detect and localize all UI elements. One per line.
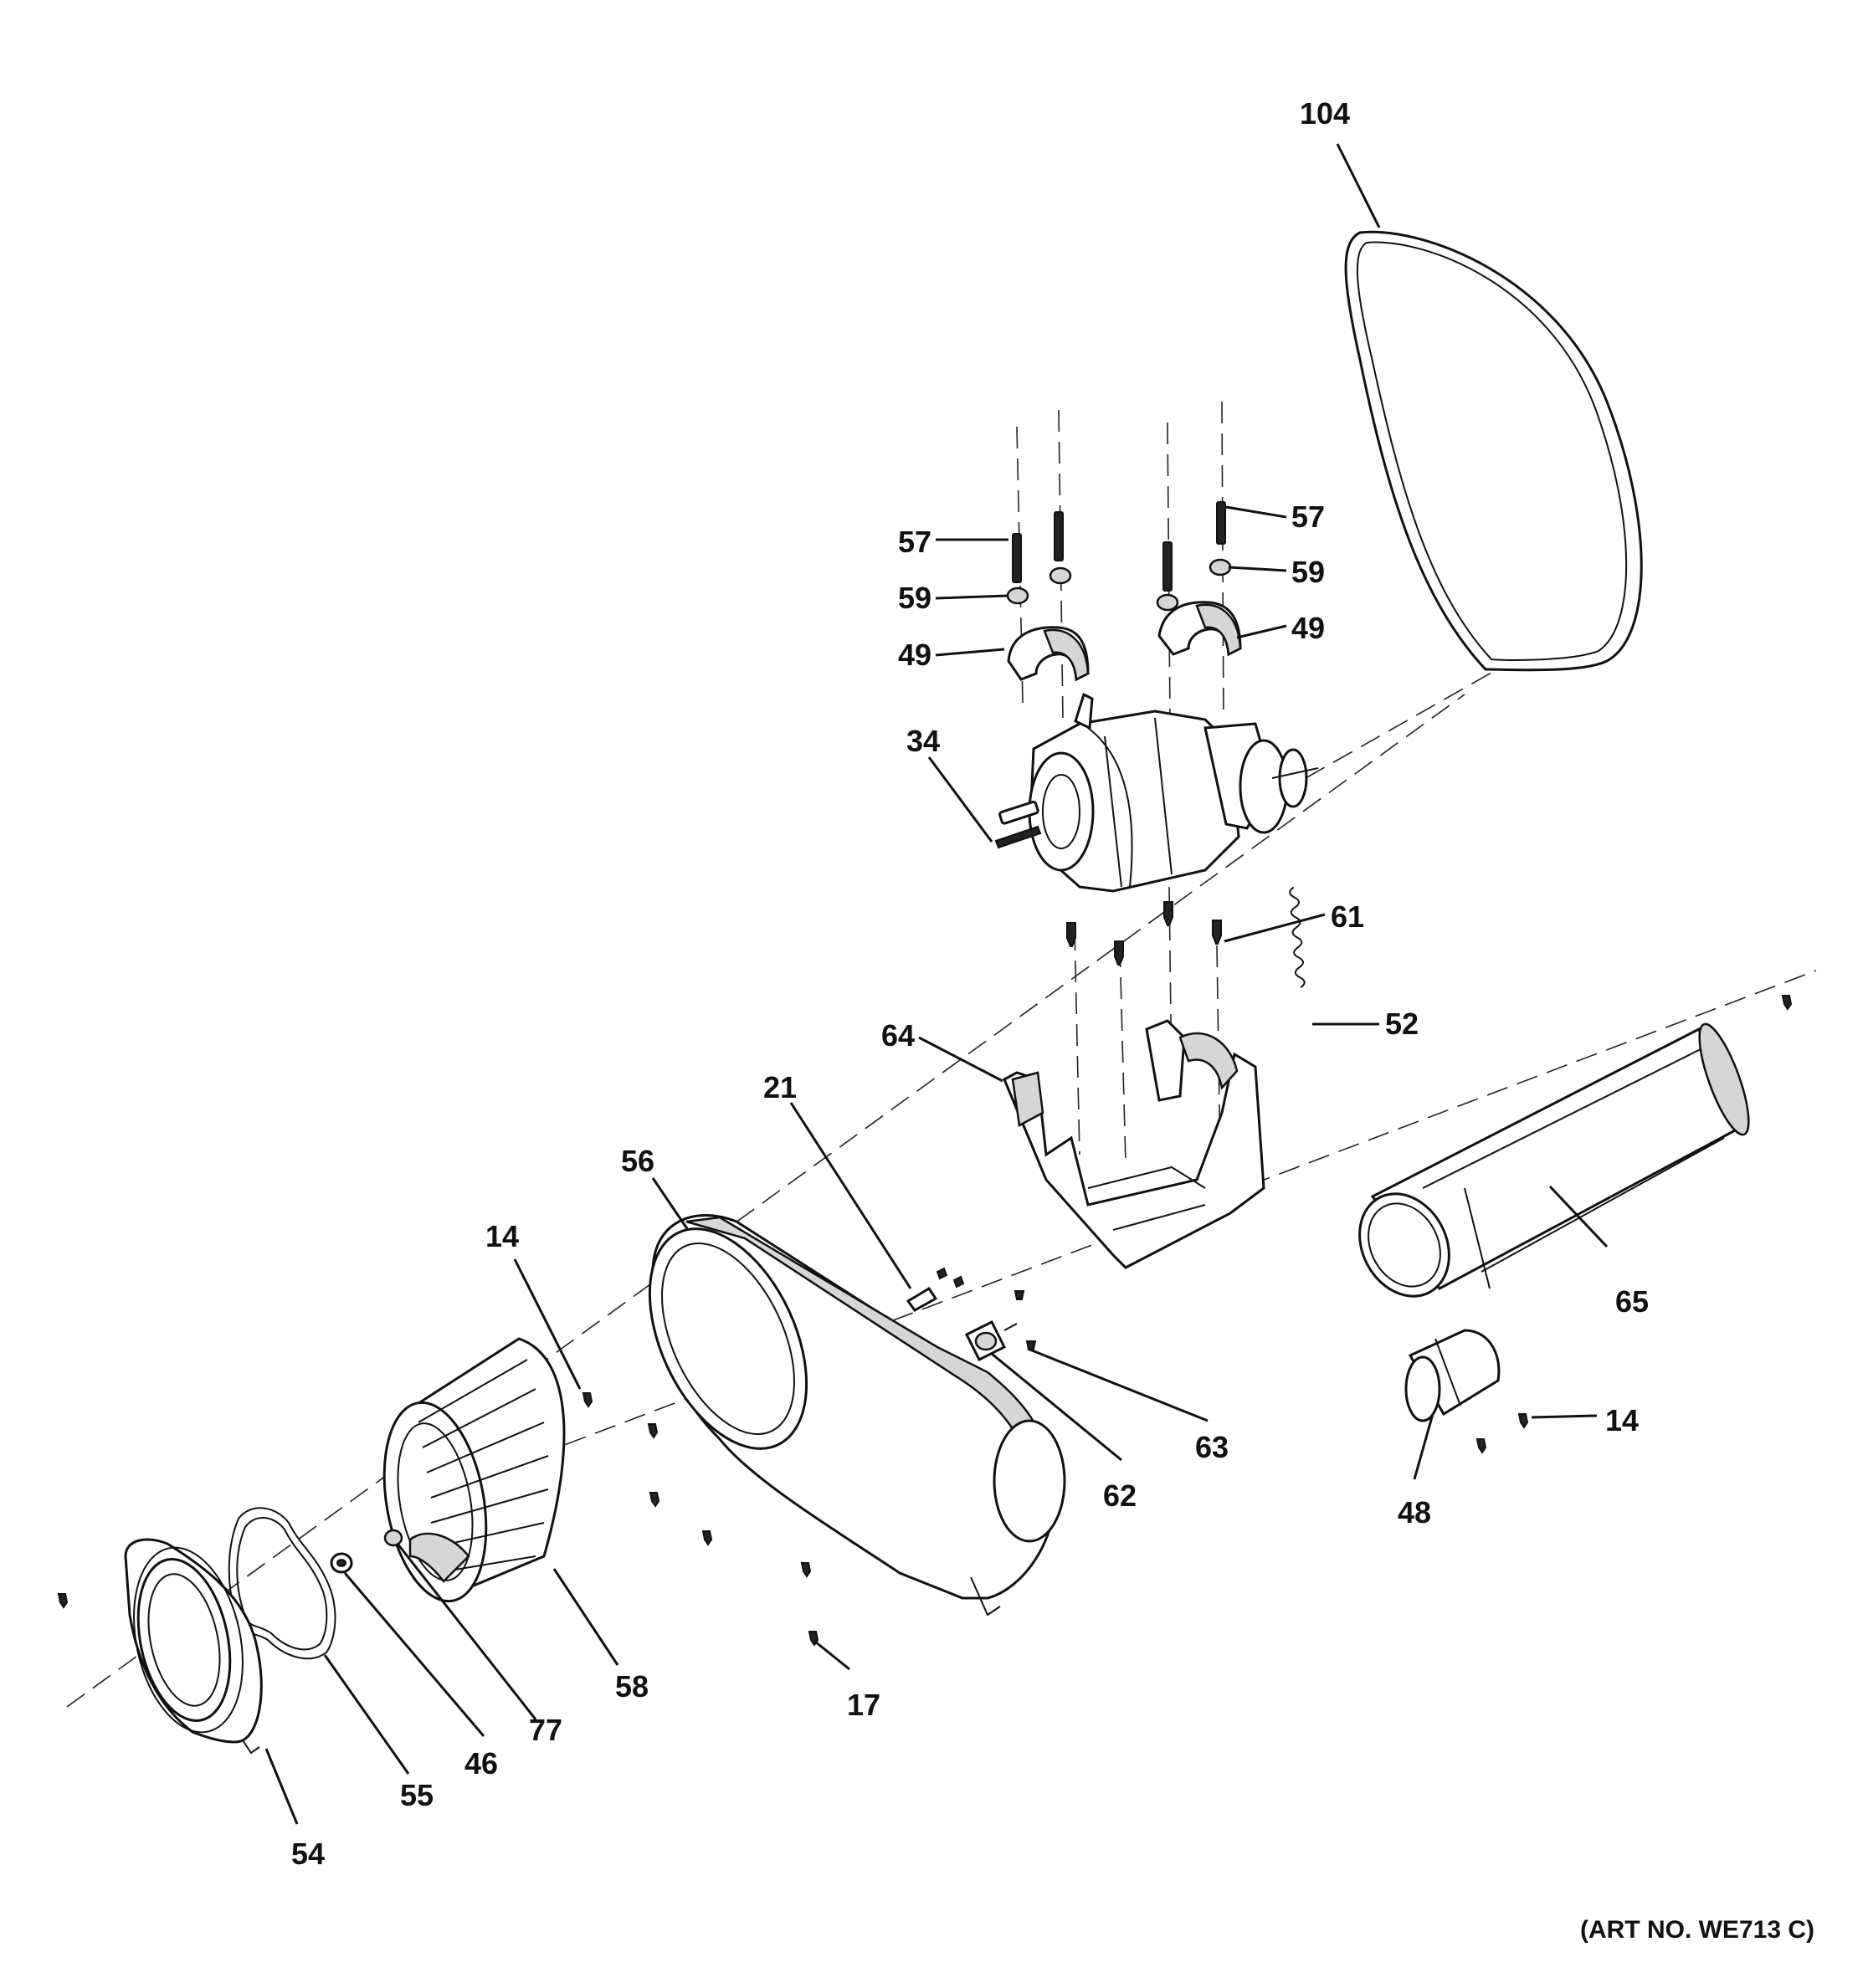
label-65: 65 bbox=[1615, 1284, 1649, 1319]
duct-clamp bbox=[1404, 1329, 1501, 1422]
label-58: 58 bbox=[615, 1669, 649, 1704]
label-52: 52 bbox=[1385, 1007, 1419, 1041]
label-34: 34 bbox=[906, 724, 940, 758]
label-49-right: 49 bbox=[1291, 611, 1325, 645]
label-54: 54 bbox=[291, 1837, 325, 1871]
blower-washer bbox=[330, 1552, 353, 1574]
blower-wheel bbox=[382, 1337, 566, 1603]
label-77: 77 bbox=[529, 1713, 562, 1747]
blower-housing bbox=[648, 1214, 1066, 1617]
label-63: 63 bbox=[1195, 1430, 1229, 1464]
label-59-right: 59 bbox=[1291, 555, 1325, 589]
label-57-right: 57 bbox=[1291, 500, 1325, 534]
label-49-left: 49 bbox=[898, 638, 931, 672]
label-61: 61 bbox=[1331, 899, 1364, 934]
label-14-left: 14 bbox=[485, 1219, 519, 1253]
motor-mount-bracket bbox=[1003, 1019, 1265, 1269]
motor-mount-screws bbox=[1012, 501, 1226, 592]
label-57-left: 57 bbox=[898, 525, 931, 559]
drive-motor bbox=[994, 692, 1319, 893]
thermostat-screws bbox=[1014, 1290, 1037, 1350]
label-46: 46 bbox=[464, 1746, 498, 1780]
thermostat bbox=[964, 1319, 1018, 1362]
duct-tube bbox=[1358, 1022, 1750, 1298]
label-14-right: 14 bbox=[1605, 1403, 1639, 1437]
label-59-left: 59 bbox=[898, 581, 931, 615]
front-bulkhead bbox=[124, 1538, 263, 1755]
label-48: 48 bbox=[1398, 1495, 1431, 1529]
motor-mount-washers bbox=[1006, 558, 1232, 612]
thermal-fuse bbox=[906, 1267, 965, 1312]
label-21: 21 bbox=[763, 1070, 797, 1104]
motor-clamps bbox=[1007, 601, 1242, 682]
label-55: 55 bbox=[400, 1778, 434, 1812]
label-62: 62 bbox=[1103, 1478, 1137, 1513]
drive-belt bbox=[1344, 230, 1643, 672]
label-17: 17 bbox=[847, 1688, 880, 1722]
idler-spring bbox=[1289, 886, 1306, 989]
label-104: 104 bbox=[1300, 96, 1350, 131]
label-64: 64 bbox=[881, 1018, 915, 1053]
blower-nut bbox=[383, 1529, 403, 1547]
motor-mount-lower-screws bbox=[1066, 901, 1222, 966]
leader-lines bbox=[264, 143, 1609, 1825]
art-number: (ART NO. WE713 C) bbox=[1580, 1916, 1814, 1944]
part-labels: 104 57 57 59 59 49 49 34 61 52 64 21 56 … bbox=[291, 96, 1649, 1871]
label-56: 56 bbox=[621, 1144, 654, 1178]
housing-screws bbox=[57, 995, 1793, 1647]
